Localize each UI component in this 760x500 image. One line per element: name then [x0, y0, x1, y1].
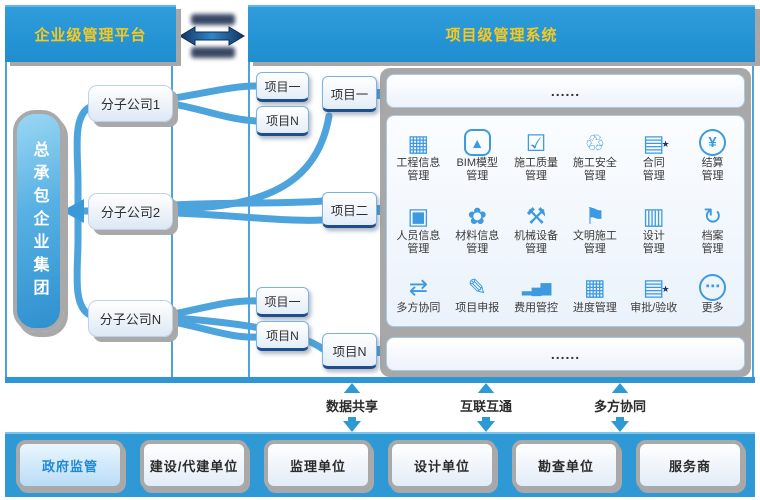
link-label-data-sharing: 数据共享 — [292, 393, 412, 417]
subsidiary-node-n: 分子公司N — [88, 300, 173, 337]
module-label: BIM模型管理 — [456, 157, 499, 182]
module-tile: ⚒ 机械设备管理 — [507, 193, 566, 265]
personnel-card-icon: ▣ — [407, 202, 430, 229]
settlement-moneybag-icon: ¥ — [699, 129, 727, 156]
module-label: 文明施工管理 — [572, 230, 617, 255]
collaboration-icon: ⇄ — [408, 274, 429, 300]
module-tile: ▦ 进度管理 — [565, 265, 624, 323]
project-instance-1: 项目一 — [322, 76, 377, 112]
module-tile: ⇄ 多方协同 — [389, 265, 448, 323]
module-label: 工程信息管理 — [396, 157, 441, 182]
project-instance-2: 项目二 — [322, 192, 377, 228]
right-frame-border-right — [752, 62, 754, 380]
group-label: 总承包企业集团 — [30, 140, 48, 302]
right-frame-border-left — [248, 62, 250, 380]
left-frame-border-left — [5, 62, 7, 380]
bim-model-icon: ▲ — [463, 129, 491, 156]
module-label: 机械设备管理 — [514, 230, 559, 255]
site-pin-icon: ⚑ — [584, 202, 606, 229]
cost-control-icon: ▂▄▆ — [521, 279, 551, 295]
module-tile: ▥ 设计管理 — [624, 193, 683, 265]
archive-sync-icon: ↻ — [702, 202, 723, 229]
module-tile: ⚑ 文明施工管理 — [565, 193, 624, 265]
module-label: 更多 — [701, 301, 724, 314]
sync-arrow-icon — [179, 26, 245, 46]
module-tile: ▦ 工程信息管理 — [389, 119, 448, 193]
module-tile: ▂▄▆ 费用管控 — [507, 265, 566, 323]
bottom-bus-bar — [5, 377, 755, 383]
garbled-caption-bottom — [191, 47, 235, 58]
general-contractor-group-node: 总承包企业集团 — [13, 110, 64, 332]
safety-recycle-icon: ♲ — [584, 129, 606, 156]
project-instance-n: 项目N — [322, 333, 377, 369]
module-tile: ☑ 施工质量管理 — [507, 119, 566, 193]
stakeholder-construction: 建设/代建单位 — [140, 440, 248, 490]
module-label: 材料信息管理 — [455, 230, 500, 255]
top-ellipsis-band: ...... — [386, 74, 745, 108]
module-tile: ↻ 档案管理 — [683, 193, 742, 265]
module-tile: ✿ 材料信息管理 — [448, 193, 507, 265]
module-tile: ✎ 项目申报 — [448, 265, 507, 323]
module-label: 项目申报 — [455, 301, 500, 314]
project-node: 项目一 — [256, 72, 309, 102]
project-node: 项目N — [256, 106, 309, 136]
stakeholder-survey: 勘查单位 — [512, 440, 620, 490]
module-label: 进度管理 — [572, 301, 617, 314]
calendar-icon: ▦ — [407, 129, 430, 156]
declaration-icon: ✎ — [467, 274, 487, 300]
module-label: 施工安全管理 — [572, 157, 617, 182]
module-tile: ▲ BIM模型管理 — [448, 119, 507, 193]
module-label: 档案管理 — [701, 230, 724, 255]
subsidiary-node-1: 分子公司1 — [88, 85, 173, 122]
link-label-interconnect: 互联互通 — [426, 393, 546, 417]
module-label: 合同管理 — [642, 157, 665, 182]
equipment-icon: ⚒ — [525, 202, 547, 229]
garbled-caption-top — [191, 14, 235, 25]
quality-clipboard-icon: ☑ — [525, 129, 547, 156]
module-tile: ¥ 结算管理 — [683, 119, 742, 193]
module-label: 设计管理 — [642, 230, 665, 255]
module-label: 多方协同 — [396, 301, 441, 314]
module-tile: ▤ 审批/验收 — [624, 265, 683, 323]
stakeholder-supervision: 监理单位 — [264, 440, 372, 490]
module-label: 结算管理 — [701, 157, 724, 182]
contract-doc-icon: ▤ — [643, 129, 669, 158]
bottom-ellipsis-band: ...... — [386, 337, 745, 371]
enterprise-platform-header: 企业级管理平台 — [5, 5, 176, 62]
project-system-header: 项目级管理系统 — [248, 5, 755, 62]
more-icon: ⋯ — [699, 273, 727, 301]
module-label: 施工质量管理 — [514, 157, 559, 182]
approval-icon: ▤ — [643, 274, 669, 302]
module-label: 审批/验收 — [630, 301, 678, 314]
stakeholder-strip — [5, 432, 755, 497]
design-doc-icon: ▥ — [642, 202, 665, 229]
stakeholder-government: 政府监管 — [16, 440, 124, 490]
subsidiary-node-2: 分子公司2 — [88, 193, 173, 230]
left-arrowhead — [62, 199, 84, 223]
module-label: 费用管控 — [514, 301, 559, 314]
module-tile: ♲ 施工安全管理 — [565, 119, 624, 193]
stakeholder-service: 服务商 — [636, 440, 744, 490]
project-node: 项目一 — [256, 287, 309, 317]
schedule-icon: ▦ — [584, 274, 606, 300]
link-label-collaboration: 多方协同 — [560, 393, 680, 417]
materials-icon: ✿ — [467, 202, 487, 229]
stakeholder-design: 设计单位 — [388, 440, 496, 490]
module-tile: ▣ 人员信息管理 — [389, 193, 448, 265]
project-node: 项目N — [256, 321, 309, 351]
module-label: 人员信息管理 — [396, 230, 441, 255]
module-tile: ⋯ 更多 — [683, 265, 742, 323]
